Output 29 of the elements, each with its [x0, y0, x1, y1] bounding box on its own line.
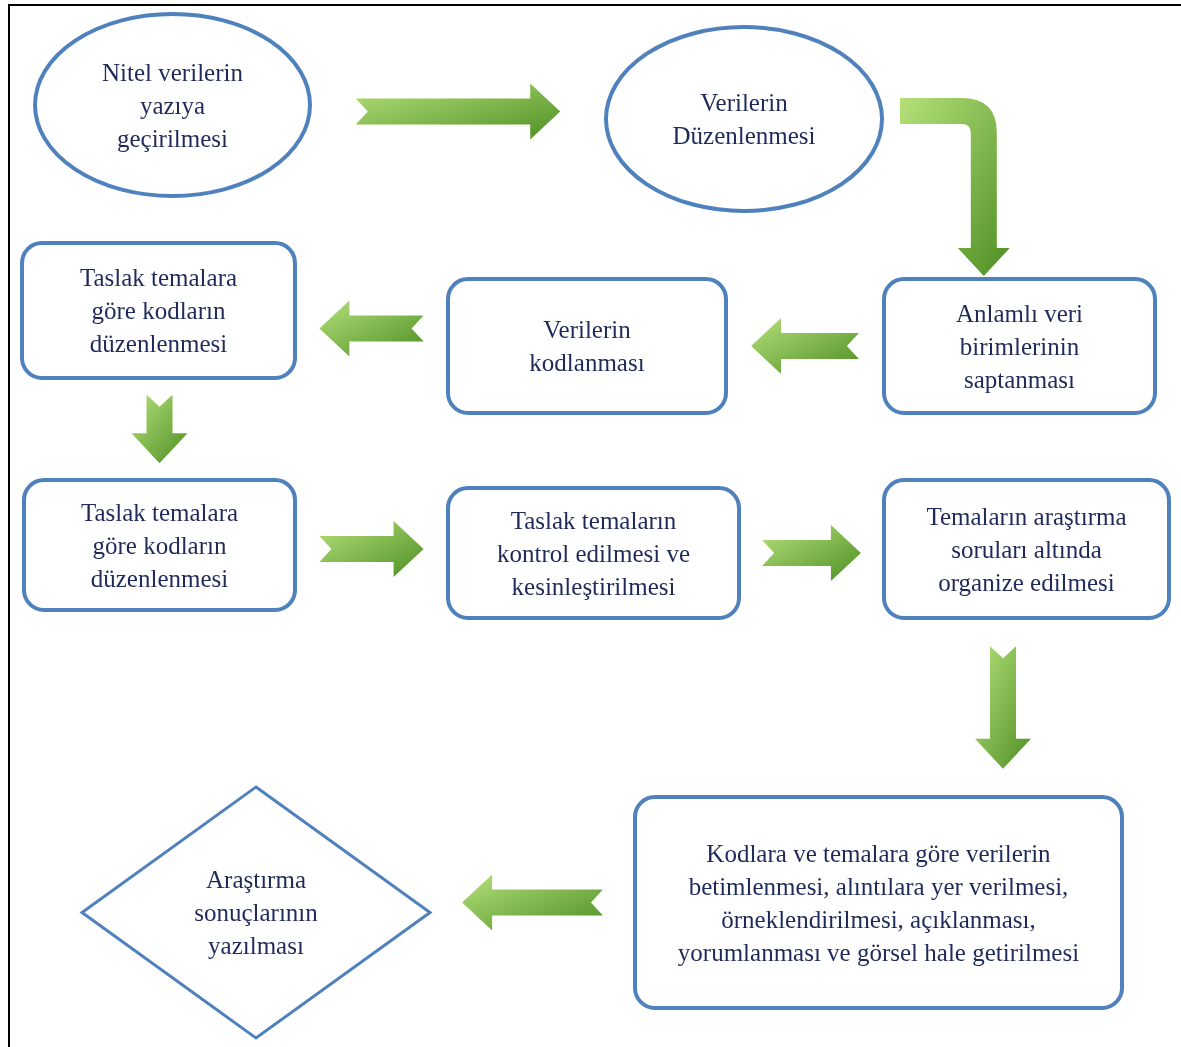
process-ellipse: [33, 12, 312, 198]
decision-diamond: [80, 785, 432, 1040]
block-arrow: [355, 83, 561, 140]
process-box: [446, 277, 728, 415]
node-text: Taslak temalara göre kodların düzenlenmesi: [78, 263, 239, 359]
node-text: Taslak temaların kontrol edilmesi ve kesinleştirilmesi: [496, 505, 691, 602]
block-arrow: [751, 318, 859, 374]
process-box: [22, 478, 297, 612]
node-text: Kodlara ve temalara göre verilerin betimlenmesi, alıntılara yer verilmesi, örneklendirilmesi, açıklanması, yorumlanması ve görsel hale getirilmesi: [676, 838, 1081, 968]
node-text: Taslak temalara göre kodların düzenlenmesi: [79, 497, 240, 594]
node-text: Verilerin Düzenlenmesi: [671, 88, 817, 151]
process-box: [882, 478, 1171, 620]
block-arrow: [975, 646, 1031, 769]
process-box: [633, 795, 1124, 1010]
process-ellipse: [604, 25, 884, 213]
node-text: Temaların araştırma soruları altında organize edilmesi: [925, 501, 1128, 598]
process-box: [20, 241, 297, 380]
process-box: [882, 277, 1157, 415]
process-box: [446, 486, 741, 620]
node-text: Araştırma sonuçlarının yazılması: [193, 865, 319, 961]
block-arrow: [319, 300, 424, 357]
node-text: Anlamlı veri birimlerinin saptanması: [954, 298, 1085, 395]
block-arrow: [762, 525, 861, 581]
block-arrow: [900, 98, 1010, 276]
node-text: Nitel verilerin yazıya geçirilmesi: [101, 57, 244, 154]
block-arrow: [462, 874, 603, 931]
node-text: Verilerin kodlanması: [528, 315, 646, 378]
block-arrow: [131, 394, 188, 464]
block-arrow: [319, 521, 424, 577]
